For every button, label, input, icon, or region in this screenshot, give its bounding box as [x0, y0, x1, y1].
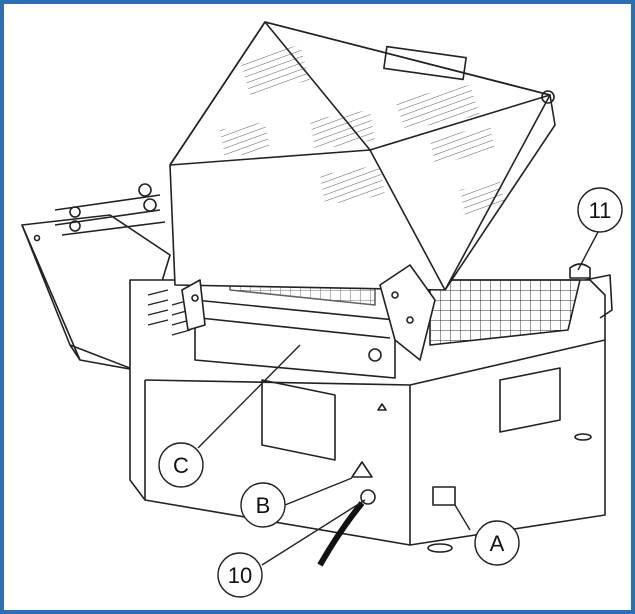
callout-A-label: A — [490, 531, 505, 556]
callout-C-label: C — [173, 453, 189, 478]
callout-10-label: 10 — [228, 563, 252, 588]
callout-B: B — [240, 482, 286, 528]
callout-C: C — [158, 442, 204, 488]
transparent-lid — [169, 21, 556, 291]
lid-hinge-right — [379, 264, 436, 361]
callout-10: 10 — [217, 552, 263, 598]
callout-11-label: 11 — [589, 198, 612, 223]
callout-B-label: B — [256, 493, 271, 518]
callout-11: 11 — [577, 187, 623, 233]
lid-hinge-left — [181, 279, 206, 331]
callout-A: A — [474, 520, 520, 566]
callout-leaders — [197, 231, 599, 566]
main-cabinet — [129, 263, 613, 567]
